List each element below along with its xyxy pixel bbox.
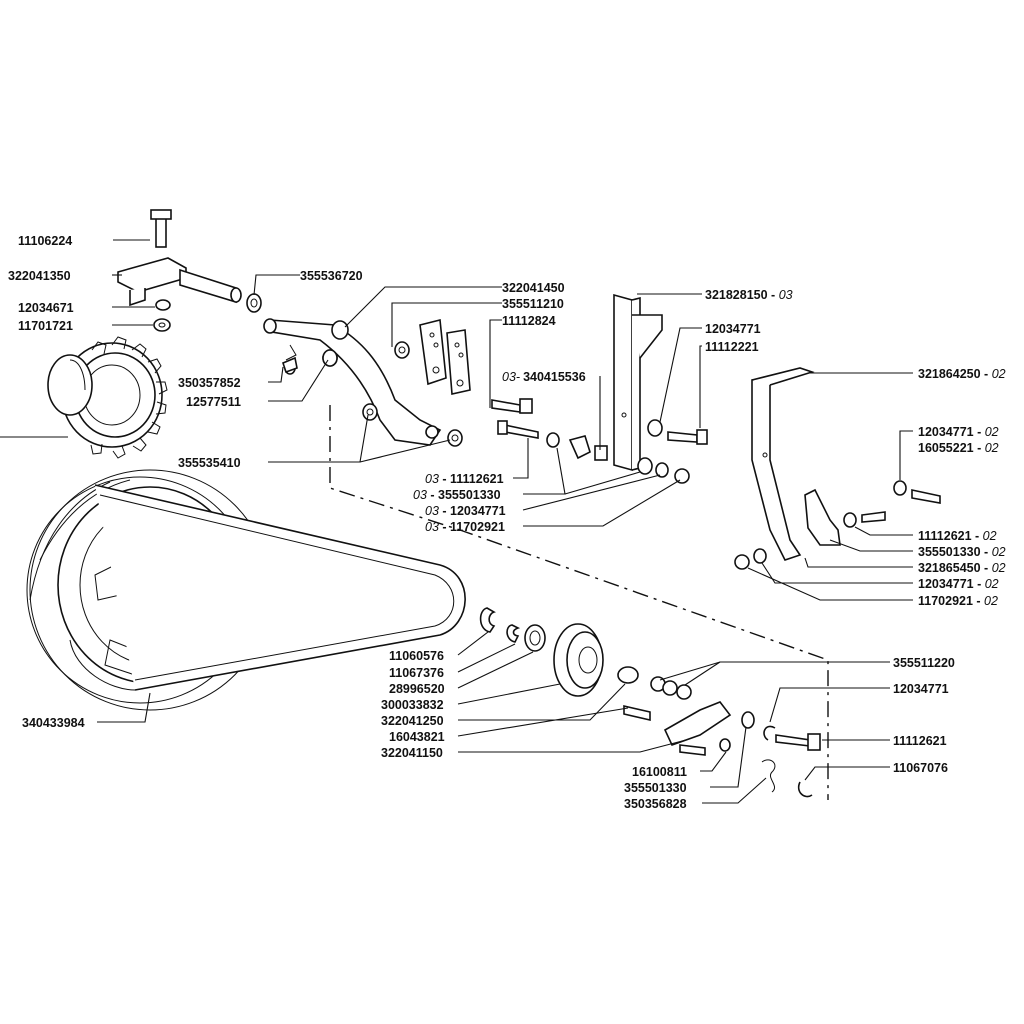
part-label: 28996520 [389, 682, 445, 696]
assembly-dashed-line [329, 405, 829, 800]
part-label: 355511220 [893, 656, 955, 670]
part-label: 12034671 [18, 301, 74, 315]
grease-nipple-drawing [282, 349, 338, 374]
right-arm-02-drawing [734, 367, 941, 570]
part-label: 12034771 - 02 [918, 577, 999, 591]
leader-lines [112, 239, 913, 804]
part-label: 12034771 - 02 [918, 425, 999, 439]
bolts-middle-drawing [491, 398, 608, 461]
belt-leader [97, 692, 151, 723]
part-label: 12034771 [705, 322, 761, 336]
part-label: 321865450 - 02 [918, 561, 1006, 575]
washers-left-drawing [362, 341, 463, 447]
part-label: 322041150 [381, 746, 443, 760]
part-label: 11067076 [893, 761, 948, 775]
part-labels: 11106224 322041350 12034671 11701721 355… [8, 234, 1006, 811]
part-label: 355511210 [502, 297, 564, 311]
part-label: 321864250 - 02 [918, 367, 1006, 381]
part-label: 321828150 - 03 [705, 288, 793, 302]
part-label: 340433984 [22, 716, 85, 730]
part-label: 03 - 11702921 [425, 520, 505, 534]
part-label: 11702921 - 02 [918, 594, 998, 608]
part-label: 11701721 [18, 319, 73, 333]
part-label: 03 - 11112621 [425, 472, 504, 486]
part-label: 11060576 [389, 649, 444, 663]
idler-pulley-drawing [479, 607, 692, 700]
part-label: 12577511 [186, 395, 241, 409]
part-label: 355501330 [624, 781, 687, 795]
part-label: 16055221 - 02 [918, 441, 999, 455]
part-label: 11112621 - 02 [918, 529, 997, 543]
part-label: 11106224 [18, 234, 72, 248]
part-label: 11067376 [389, 666, 444, 680]
clutch-hub-drawing [47, 336, 168, 459]
part-label: 11112221 [705, 340, 759, 354]
part-label: 12034771 [893, 682, 949, 696]
part-label: 355501330 - 02 [918, 545, 1006, 559]
part-label: 322041450 [502, 281, 565, 295]
tension-bracket-drawing [623, 701, 821, 798]
part-label: 03 - 12034771 [425, 504, 506, 518]
vertical-arm-03-drawing [613, 293, 708, 484]
part-label: 03 - 355501330 [413, 488, 501, 502]
lever-arm-drawing [263, 318, 442, 446]
part-label: 350357852 [178, 376, 241, 390]
part-label: 03-340415536 [502, 370, 586, 384]
v-belt-drawing [69, 484, 466, 691]
part-label: 350356828 [624, 797, 687, 811]
part-label: 322041250 [381, 714, 444, 728]
part-label: 322041350 [8, 269, 71, 283]
part-label: 355535410 [178, 456, 241, 470]
part-label: 11112824 [502, 314, 556, 328]
link-plates-drawing [419, 319, 471, 395]
part-label: 300033832 [381, 698, 444, 712]
part-label: 16100811 [632, 765, 687, 779]
part-label: 11112621 [893, 734, 947, 748]
part-label: 355536720 [300, 269, 363, 283]
part-label: 16043821 [389, 730, 445, 744]
top-bracket-drawing [117, 209, 262, 332]
